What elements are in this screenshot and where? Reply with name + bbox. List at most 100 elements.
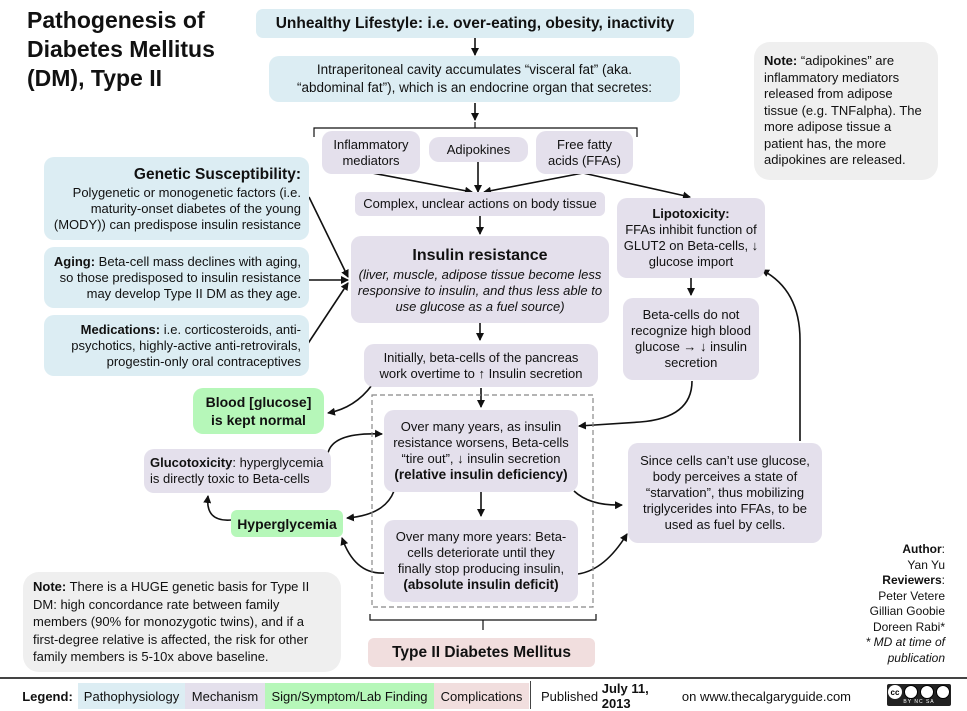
credits: Author: Yan Yu Reviewers: Peter Vetere G… xyxy=(853,542,945,666)
glucotoxicity-body: : hyperglycemia is directly toxic to Bet… xyxy=(150,455,324,486)
beta-cells-not-recognize-box: Beta-cells do not recognize high blood g… xyxy=(623,298,759,380)
arrow xyxy=(306,282,349,346)
glucotoxicity-box: Glucotoxicity: hyperglycemia is directly… xyxy=(144,449,331,493)
legend-label: Legend: xyxy=(22,688,73,704)
type2-dm-text: Type II Diabetes Mellitus xyxy=(392,643,571,661)
deteriorate-text: Over many more years: Beta-cells deterio… xyxy=(395,529,567,576)
title-line: Pathogenesis of xyxy=(27,7,205,33)
nc-glyph xyxy=(920,685,934,699)
note-body: “adipokines” are inflammatory mediators … xyxy=(764,53,922,168)
reviewers-label: Reviewers xyxy=(882,573,942,587)
author-name: Yan Yu xyxy=(907,557,945,572)
adipokines-text: Adipokines xyxy=(446,141,511,157)
genetic-text: Polygenetic or monogenetic factors (i.e.… xyxy=(53,184,301,232)
aging-box: Aging: Beta-cell mass declines with agin… xyxy=(44,247,309,308)
author-label: Author xyxy=(902,542,942,556)
license-sub: BY NC SA xyxy=(903,699,935,705)
genetic-susceptibility-box: Genetic Susceptibility: Polygenetic or m… xyxy=(44,157,309,240)
tire-out-text: Over many years, as insulin resistance w… xyxy=(393,419,569,466)
by-glyph xyxy=(904,685,918,699)
lipotoxicity-box: Lipotoxicity: FFAs inhibit function of G… xyxy=(617,198,765,278)
reviewers-heading: Reviewers: xyxy=(882,573,945,587)
tire-out-bold: (relative insulin deficiency) xyxy=(394,467,568,482)
visceral-text: Intraperitoneal cavity accumulates “visc… xyxy=(316,62,633,77)
adipokines-box: Adipokines xyxy=(429,137,528,162)
complex-text: Complex, unclear actions on body tissue xyxy=(363,196,597,211)
legend-complications: Complications xyxy=(434,683,529,709)
published-date: July 11, 2013 xyxy=(601,681,649,711)
lifestyle-box: Unhealthy Lifestyle: i.e. over-eating, o… xyxy=(256,9,694,38)
insulin-resistance-box: Insulin resistance (liver, muscle, adipo… xyxy=(351,236,609,323)
medications-body: i.e. corticosteroids, anti-psychotics, h… xyxy=(71,321,301,369)
initially-box: Initially, beta-cells of the pancreas wo… xyxy=(364,344,598,387)
license-glyphs: cc xyxy=(888,685,950,699)
adipokine-note: Note: “adipokines” are inflammatory medi… xyxy=(754,42,938,180)
deteriorate-box: Over many more years: Beta-cells deterio… xyxy=(384,520,578,602)
type2-dm-box: Type II Diabetes Mellitus xyxy=(368,638,595,667)
bracket xyxy=(369,614,597,630)
reviewer-name: Gillian Goobie xyxy=(869,604,945,618)
legend-text: Pathophysiology xyxy=(83,688,180,704)
ffa-text: Free fatty acids (FFAs) xyxy=(548,136,621,168)
insulin-resistance-text: (liver, muscle, adipose tissue become le… xyxy=(357,266,603,314)
arrow xyxy=(578,380,693,430)
footer-divider xyxy=(530,681,531,709)
note-label: Note: xyxy=(33,579,67,595)
starvation-text: Since cells can’t use glucose, body perc… xyxy=(640,453,810,532)
legend-text: Complications xyxy=(440,688,523,704)
aging-label: Aging: xyxy=(53,253,96,269)
cc-by-nc-sa-icon[interactable]: cc BY NC SA xyxy=(887,684,951,706)
cc-glyph: cc xyxy=(888,685,902,699)
legend-mechanism: Mechanism xyxy=(185,683,265,709)
reviewer-name: Peter Vetere xyxy=(878,588,945,603)
author-heading: Author: xyxy=(902,542,945,556)
medications-label: Medications: xyxy=(80,321,161,337)
arrow xyxy=(327,384,373,416)
title-line: (DM), Type II xyxy=(27,65,163,91)
published-suffix: on www.thecalgaryguide.com xyxy=(678,688,851,704)
arrow xyxy=(483,172,584,195)
medications-box: Medications: i.e. corticosteroids, anti-… xyxy=(44,315,309,376)
visceral-fat-box: Intraperitoneal cavity accumulates “visc… xyxy=(269,56,680,102)
page-title: Pathogenesis of Diabetes Mellitus (DM), … xyxy=(27,6,215,93)
starvation-box: Since cells can’t use glucose, body perc… xyxy=(628,443,822,543)
medications-text: Medications: i.e. corticosteroids, anti-… xyxy=(52,322,301,370)
arrow xyxy=(577,533,628,575)
blood-glucose-normal-box: Blood [glucose] is kept normal xyxy=(193,388,324,434)
genetic-note-text: Note: There is a HUGE genetic basis for … xyxy=(33,578,331,666)
arrow xyxy=(761,269,801,441)
arrow xyxy=(327,429,383,454)
tire-out-box: Over many years, as insulin resistance w… xyxy=(384,410,578,492)
arrow xyxy=(340,537,386,574)
sa-glyph xyxy=(936,685,950,699)
published-prefix: Published xyxy=(541,688,602,704)
legend-text: Sign/Symptom/Lab Finding xyxy=(271,688,428,704)
adipokine-note-text: Note: “adipokines” are inflammatory medi… xyxy=(764,53,928,169)
published-info: Published July 11, 2013 on www.thecalgar… xyxy=(541,681,851,711)
arrow xyxy=(203,495,232,521)
footer: Legend: Pathophysiology Mechanism Sign/S… xyxy=(0,677,967,711)
inflammatory-text: Inflammatory mediators xyxy=(333,136,409,168)
genetic-note: Note: There is a HUGE genetic basis for … xyxy=(23,572,341,672)
inflammatory-mediators-box: Inflammatory mediators xyxy=(322,131,420,174)
complex-actions-box: Complex, unclear actions on body tissue xyxy=(355,192,605,216)
blood-glucose-normal-text: Blood [glucose] is kept normal xyxy=(205,394,312,428)
deteriorate-bold: (absolute insulin deficit) xyxy=(403,577,559,592)
lipotoxicity-title: Lipotoxicity: xyxy=(652,206,730,221)
note-label: Note: xyxy=(764,53,798,69)
note-body: There is a HUGE genetic basis for Type I… xyxy=(33,579,310,665)
aging-text: Aging: Beta-cell mass declines with agin… xyxy=(52,254,301,302)
hyperglycemia-box: Hyperglycemia xyxy=(231,510,343,537)
glucotoxicity-label: Glucotoxicity xyxy=(150,455,233,470)
glucotoxicity-text: Glucotoxicity: hyperglycemia is directly… xyxy=(150,455,325,487)
legend-sign-symptom: Sign/Symptom/Lab Finding xyxy=(265,683,434,709)
beta-not-recognize-text: Beta-cells do not recognize high blood g… xyxy=(631,307,751,370)
arrow xyxy=(308,196,349,278)
lipotoxicity-text: FFAs inhibit function of GLUT2 on Beta-c… xyxy=(623,222,759,269)
arrow xyxy=(371,172,473,195)
legend-text: Mechanism xyxy=(191,688,259,704)
legend-pathophysiology: Pathophysiology xyxy=(78,683,185,709)
lifestyle-text: Unhealthy Lifestyle: i.e. over-eating, o… xyxy=(275,14,675,32)
ffa-box: Free fatty acids (FFAs) xyxy=(536,131,633,174)
insulin-resistance-title: Insulin resistance xyxy=(412,246,548,264)
